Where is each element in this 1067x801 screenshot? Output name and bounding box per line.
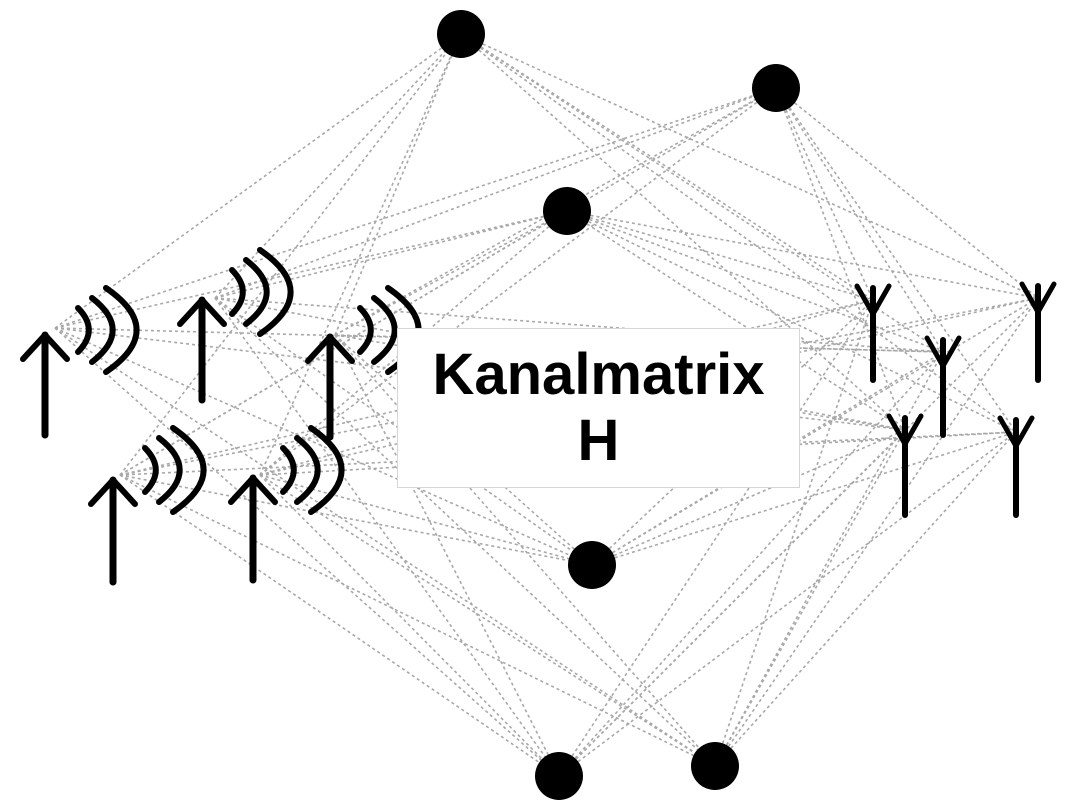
propagation-path <box>119 33 462 476</box>
propagation-path <box>214 297 716 767</box>
transmit-antenna-icon <box>177 247 294 404</box>
radio-wave-arc <box>170 425 207 515</box>
propagation-path <box>214 33 462 299</box>
scatterer-dot <box>752 64 800 112</box>
radio-wave-arc <box>89 295 116 365</box>
radio-wave-arc <box>357 305 374 355</box>
propagation-path <box>775 87 1017 433</box>
receive-antenna-icon <box>997 415 1035 518</box>
scatterer-dot <box>568 541 616 589</box>
propagation-path <box>591 297 1039 566</box>
receive-antenna-icon <box>924 335 962 438</box>
propagation-path <box>775 87 906 431</box>
propagation-path <box>54 327 593 566</box>
propagation-path <box>714 297 1039 767</box>
propagation-path <box>714 351 944 767</box>
transmit-antenna-icon <box>88 425 207 586</box>
radio-wave-arc <box>257 247 294 337</box>
label-line-1: Kanalmatrix <box>432 342 765 407</box>
propagation-path <box>214 87 777 299</box>
scatterer-dot <box>535 752 583 800</box>
receive-antenna-icon <box>854 283 892 383</box>
radio-wave-arc <box>75 305 92 355</box>
propagation-path <box>119 474 716 767</box>
propagation-path <box>558 351 944 777</box>
propagation-path <box>214 297 944 353</box>
propagation-path <box>214 210 568 299</box>
propagation-path <box>591 431 1017 566</box>
propagation-path <box>334 334 560 777</box>
propagation-path <box>558 431 1017 777</box>
scatterers <box>437 10 800 800</box>
receive-antennas <box>854 281 1057 518</box>
propagation-path <box>54 327 560 777</box>
propagation-path <box>119 474 560 777</box>
propagation-path <box>119 474 593 566</box>
radio-wave-arc <box>156 435 183 505</box>
radio-wave-arc <box>294 435 321 505</box>
propagation-path <box>119 210 568 476</box>
propagation-path <box>566 210 874 301</box>
radio-wave-arc <box>243 257 270 327</box>
receive-antenna-icon <box>886 413 924 518</box>
channel-matrix-label: Kanalmatrix H <box>397 328 800 488</box>
receive-antenna-icon <box>1019 281 1057 383</box>
propagation-path <box>259 474 716 767</box>
transmit-antenna-icon <box>305 285 422 441</box>
propagation-path <box>334 33 462 336</box>
propagation-path <box>259 474 560 777</box>
propagation-path <box>566 210 944 353</box>
scatterer-dot <box>437 10 485 58</box>
propagation-path <box>714 429 906 767</box>
radio-wave-arc <box>103 285 140 375</box>
propagation-path <box>54 87 777 329</box>
propagation-path <box>566 210 906 431</box>
propagation-path <box>714 299 874 767</box>
label-line-2: H <box>577 408 620 473</box>
propagation-path <box>775 87 944 353</box>
radio-wave-arc <box>308 425 345 515</box>
transmit-antenna-icon <box>20 285 140 439</box>
propagation-path <box>714 431 1017 767</box>
radio-wave-arc <box>142 445 159 495</box>
scatterer-dot <box>691 742 739 790</box>
transmit-antennas <box>20 247 422 586</box>
propagation-path <box>334 210 568 336</box>
scatterer-dot <box>543 187 591 235</box>
propagation-path <box>591 429 906 566</box>
propagation-path <box>460 33 874 301</box>
propagation-path <box>775 87 1039 299</box>
radio-wave-arc <box>229 267 246 317</box>
propagation-path <box>259 33 462 476</box>
radio-wave-arc <box>371 295 398 365</box>
propagation-path <box>558 299 874 777</box>
propagation-path <box>54 327 716 767</box>
propagation-path <box>566 210 1039 299</box>
transmit-antenna-icon <box>228 425 345 584</box>
propagation-path <box>214 297 560 777</box>
propagation-path <box>54 33 462 329</box>
propagation-path <box>460 33 1039 299</box>
radio-wave-arc <box>280 445 297 495</box>
propagation-path <box>334 334 944 353</box>
